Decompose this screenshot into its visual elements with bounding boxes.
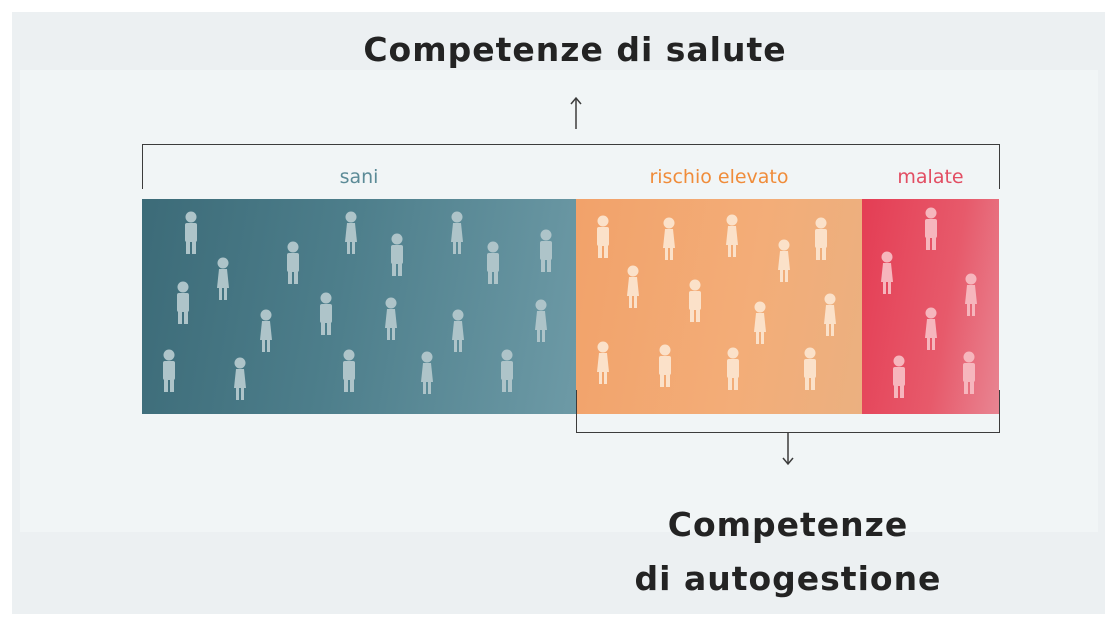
down-arrow-icon — [782, 433, 794, 466]
label-sick: malate — [897, 166, 964, 188]
person-icon — [922, 207, 940, 255]
top-bracket — [142, 144, 1000, 189]
person-icon — [660, 217, 678, 265]
self-management-title-line-2: di autogestione — [634, 559, 942, 598]
person-icon — [382, 297, 400, 345]
person-icon — [532, 299, 550, 347]
person-icon — [484, 241, 502, 289]
person-icon — [231, 357, 249, 405]
label-high-risk: rischio elevato — [649, 166, 789, 188]
self-management-title: Competenze di autogestione — [598, 498, 978, 606]
person-icon — [537, 229, 555, 277]
person-icon — [723, 214, 741, 262]
person-icon — [890, 355, 908, 403]
person-icon — [962, 273, 980, 321]
health-competence-title: Competenze di salute — [363, 30, 787, 69]
person-icon — [418, 351, 436, 399]
person-icon — [751, 301, 769, 349]
person-icon — [922, 307, 940, 355]
person-icon — [257, 309, 275, 357]
person-icon — [724, 347, 742, 395]
person-icon — [594, 341, 612, 389]
person-icon — [878, 251, 896, 299]
person-icon — [498, 349, 516, 397]
high-risk-segment — [576, 199, 862, 414]
person-icon — [340, 349, 358, 397]
person-icon — [686, 279, 704, 327]
person-icon — [624, 265, 642, 313]
label-healthy: sani — [339, 166, 379, 188]
person-icon — [801, 347, 819, 395]
person-icon — [594, 215, 612, 263]
person-icon — [449, 309, 467, 357]
person-icon — [448, 211, 466, 259]
person-icon — [342, 211, 360, 259]
person-icon — [182, 211, 200, 259]
bottom-bracket — [576, 390, 1000, 433]
sick-segment — [862, 199, 999, 414]
up-arrow-icon — [570, 96, 582, 129]
person-icon — [388, 233, 406, 281]
person-icon — [960, 351, 978, 399]
healthy-segment — [142, 199, 576, 414]
person-icon — [821, 293, 839, 341]
self-management-title-line-1: Competenze — [667, 505, 909, 544]
person-icon — [812, 217, 830, 265]
person-icon — [174, 281, 192, 329]
person-icon — [214, 257, 232, 305]
person-icon — [284, 241, 302, 289]
person-icon — [317, 292, 335, 340]
person-icon — [775, 239, 793, 287]
person-icon — [160, 349, 178, 397]
person-icon — [656, 344, 674, 392]
